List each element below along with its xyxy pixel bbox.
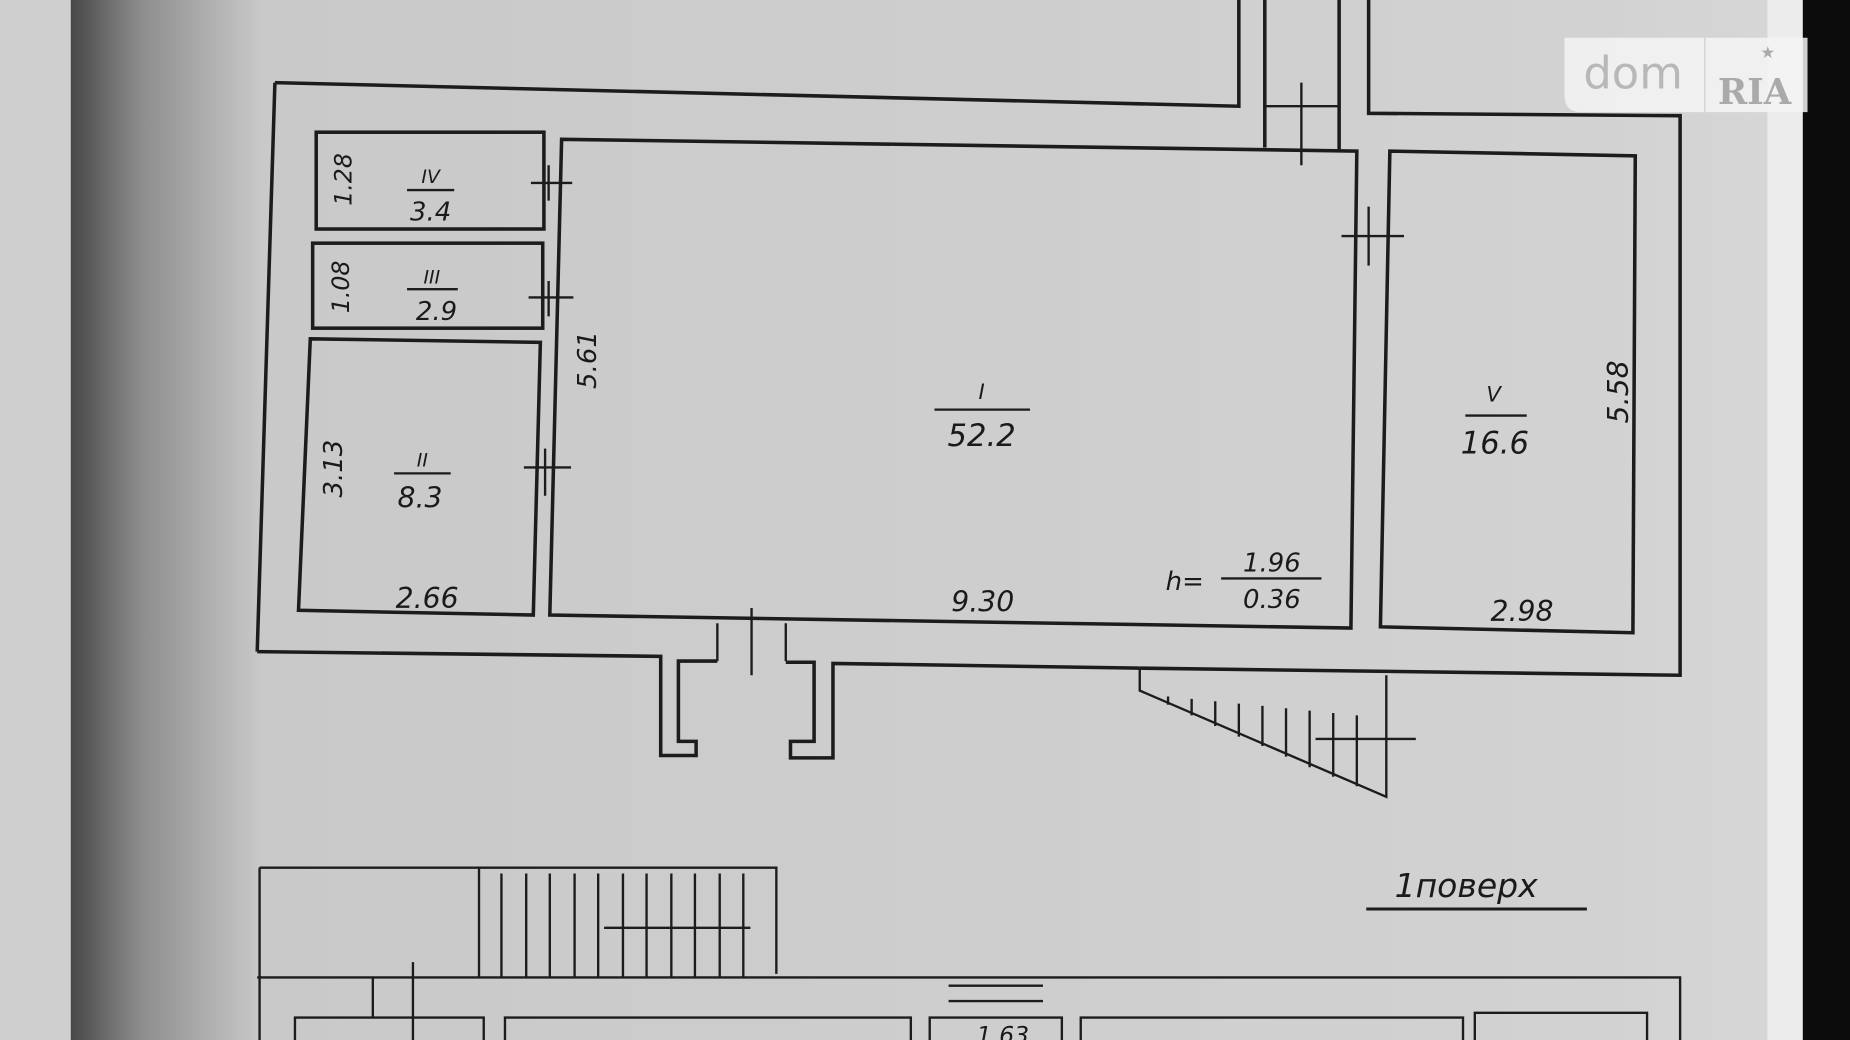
dimension-label: 1.28 bbox=[330, 153, 358, 206]
floor-title: 1поверх bbox=[1366, 866, 1587, 911]
room-v-label: V 16.6 bbox=[1461, 382, 1529, 461]
room-ii-label: II 8.3 bbox=[394, 449, 451, 515]
room-i-outline bbox=[547, 137, 1359, 630]
stairs-lower bbox=[257, 866, 1682, 1040]
height-bottom: 0.36 bbox=[1243, 585, 1301, 615]
dimension-label: 5.58 bbox=[1602, 360, 1635, 423]
room-v-outline bbox=[1378, 149, 1638, 635]
room-ii-outline bbox=[296, 336, 543, 617]
dimension-label: 1.08 bbox=[327, 261, 355, 314]
door-marks bbox=[523, 82, 1405, 676]
dimension-label: 5.61 bbox=[573, 331, 603, 389]
room-area: 3.4 bbox=[410, 198, 451, 228]
dimension-label: 2.66 bbox=[396, 582, 459, 615]
room-numeral: V bbox=[1486, 382, 1502, 407]
room-iv-label: IV 3.4 bbox=[407, 166, 455, 228]
logo-ria-text: RIA bbox=[1718, 72, 1792, 113]
dimension-label: 9.30 bbox=[951, 585, 1014, 618]
entrance-wall bbox=[257, 649, 1140, 760]
room-numeral: IV bbox=[421, 166, 442, 188]
outer-wall bbox=[255, 0, 1682, 678]
dimension-label: 3.13 bbox=[319, 440, 349, 498]
height-top: 1.96 bbox=[1243, 548, 1301, 578]
room-area: 2.9 bbox=[416, 297, 457, 327]
star-icon: ★ bbox=[1760, 43, 1775, 62]
height-prefix: h= bbox=[1166, 567, 1204, 597]
dimension-label: 2.98 bbox=[1490, 595, 1553, 628]
room-area: 8.3 bbox=[398, 482, 443, 515]
room-area: 16.6 bbox=[1461, 426, 1529, 461]
room-numeral: II bbox=[417, 449, 429, 471]
room-numeral: III bbox=[423, 266, 440, 288]
stairs-right bbox=[1138, 668, 1416, 799]
dimension-label-partial: 1.63 bbox=[977, 1022, 1030, 1040]
room-iii-outline bbox=[310, 241, 545, 330]
corridor-wall bbox=[1263, 0, 1341, 152]
room-iii-label: III 2.9 bbox=[407, 266, 458, 327]
room-i-label: I 52.2 bbox=[934, 380, 1031, 454]
domria-watermark: dom ★ RIA bbox=[1564, 37, 1808, 113]
logo-dom-text: dom bbox=[1583, 47, 1683, 100]
room-iv-outline bbox=[314, 130, 546, 231]
room-numeral: I bbox=[979, 380, 985, 405]
room-area: 52.2 bbox=[947, 419, 1015, 454]
left-page-edge bbox=[0, 0, 71, 1040]
right-page-edge bbox=[1767, 0, 1803, 1040]
height-annotation: h= 1.96 0.36 bbox=[1166, 548, 1322, 615]
floor-label: 1поверх bbox=[1395, 866, 1539, 905]
dark-border bbox=[1802, 0, 1850, 1040]
